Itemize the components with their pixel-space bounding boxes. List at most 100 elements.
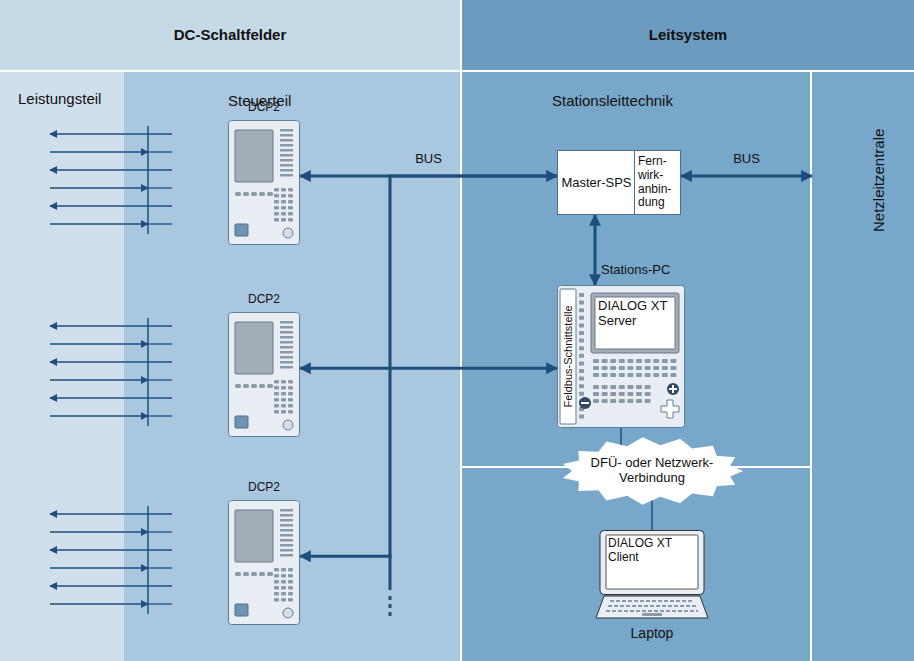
indicator-bar	[280, 321, 293, 324]
column-panel	[462, 72, 810, 661]
column-panel: Leistungsteil	[0, 72, 124, 661]
keypad-key	[602, 366, 608, 370]
bus-continuation	[389, 596, 392, 616]
keypad-key	[670, 359, 676, 363]
node-label: Master-SPS	[561, 176, 631, 191]
power-wire	[148, 531, 172, 532]
text-slot: Laptop	[586, 625, 718, 641]
indicator-bar	[280, 554, 293, 557]
device-button	[243, 192, 249, 196]
indicator-bar	[280, 159, 293, 162]
pc-screen	[595, 297, 675, 349]
keypad-key	[274, 592, 279, 596]
keypad-key	[281, 598, 286, 602]
region-label: Leitsystem	[649, 26, 727, 43]
keypad-key	[593, 385, 599, 389]
indicator-bar	[280, 524, 293, 527]
keypad-key	[281, 398, 286, 402]
power-wire	[50, 603, 148, 604]
power-wire	[50, 133, 172, 134]
keypad-key	[619, 392, 625, 396]
text-slot: BUS	[389, 152, 469, 167]
port-square	[579, 331, 584, 335]
keypad-key	[619, 373, 625, 377]
device-knob	[283, 608, 293, 618]
keypad-key	[610, 399, 616, 403]
bus-connector	[300, 367, 557, 370]
keypad-key	[288, 188, 293, 192]
node-label: DIALOG XT Server	[598, 299, 674, 329]
keypad-key	[274, 380, 279, 384]
keypad-key	[288, 194, 293, 198]
device-knob	[283, 420, 293, 430]
keypad-key	[602, 399, 608, 403]
keypad-key	[627, 392, 633, 396]
keypad-key	[645, 385, 651, 389]
device-button	[267, 572, 273, 576]
plc-box: Master-SPS	[557, 150, 635, 215]
controller-device-drawing	[228, 120, 300, 245]
node-label: DIALOG XT Client	[608, 537, 690, 565]
bus-connector	[681, 175, 812, 178]
power-wire	[50, 513, 172, 514]
laptop-base	[596, 596, 708, 618]
power-wire	[50, 397, 172, 398]
keypad-key	[593, 373, 599, 377]
keypad-key	[274, 574, 279, 578]
keypad-key	[662, 373, 668, 377]
port-square	[579, 392, 584, 396]
power-wire	[148, 343, 172, 344]
keypad-key	[670, 366, 676, 370]
plus-key	[667, 383, 679, 395]
port-square	[579, 293, 584, 297]
power-wire	[50, 361, 172, 362]
indicator-bar	[280, 174, 293, 177]
laptop-screen	[606, 535, 698, 589]
keypad-key	[288, 398, 293, 402]
indicator-bar	[280, 154, 293, 157]
keypad-key	[281, 392, 286, 396]
indicator-bar	[280, 544, 293, 547]
region-label: Netzleitzentrale	[870, 129, 887, 232]
laptop-lid	[600, 531, 704, 595]
power-wire	[50, 169, 172, 170]
header-band: Leitsystem	[462, 0, 914, 70]
keypad-key	[274, 212, 279, 216]
busbar-line	[147, 318, 149, 426]
device-button	[251, 572, 257, 576]
power-wire	[148, 223, 172, 224]
device-port	[235, 604, 248, 616]
keypad-key	[274, 188, 279, 192]
keypad-key	[619, 359, 625, 363]
column-panel: Netzleitzentrale	[812, 72, 914, 661]
keypad-key	[653, 359, 659, 363]
device-button	[259, 384, 265, 388]
port-square	[579, 316, 584, 320]
power-wire	[50, 343, 148, 344]
keypad-key	[288, 410, 293, 414]
power-wire	[148, 151, 172, 152]
keypad-key	[670, 373, 676, 377]
keypad-key	[274, 194, 279, 198]
keypad-key	[602, 385, 608, 389]
header-band: DC-Schaltfelder	[0, 0, 460, 70]
port-square	[579, 415, 584, 419]
text-slot: Netzleitzentrale	[868, 32, 890, 232]
keypad-key	[274, 598, 279, 602]
text-slot: Master-SPS	[558, 151, 635, 216]
region-label: Leistungsteil	[18, 90, 122, 107]
text-slot: Feldbus-Schnittstelle	[560, 285, 576, 428]
indicator-bar	[280, 346, 293, 349]
keypad-key	[602, 373, 608, 377]
keypad-key	[636, 399, 642, 403]
keypad-key	[288, 212, 293, 216]
keypad-key	[281, 404, 286, 408]
power-wire	[50, 531, 148, 532]
controller-device-drawing	[228, 312, 300, 437]
busbar-line	[147, 126, 149, 234]
device-button	[235, 192, 241, 196]
keypad-key	[636, 392, 642, 396]
laptop: DIALOG XT ClientLaptop	[596, 530, 708, 620]
